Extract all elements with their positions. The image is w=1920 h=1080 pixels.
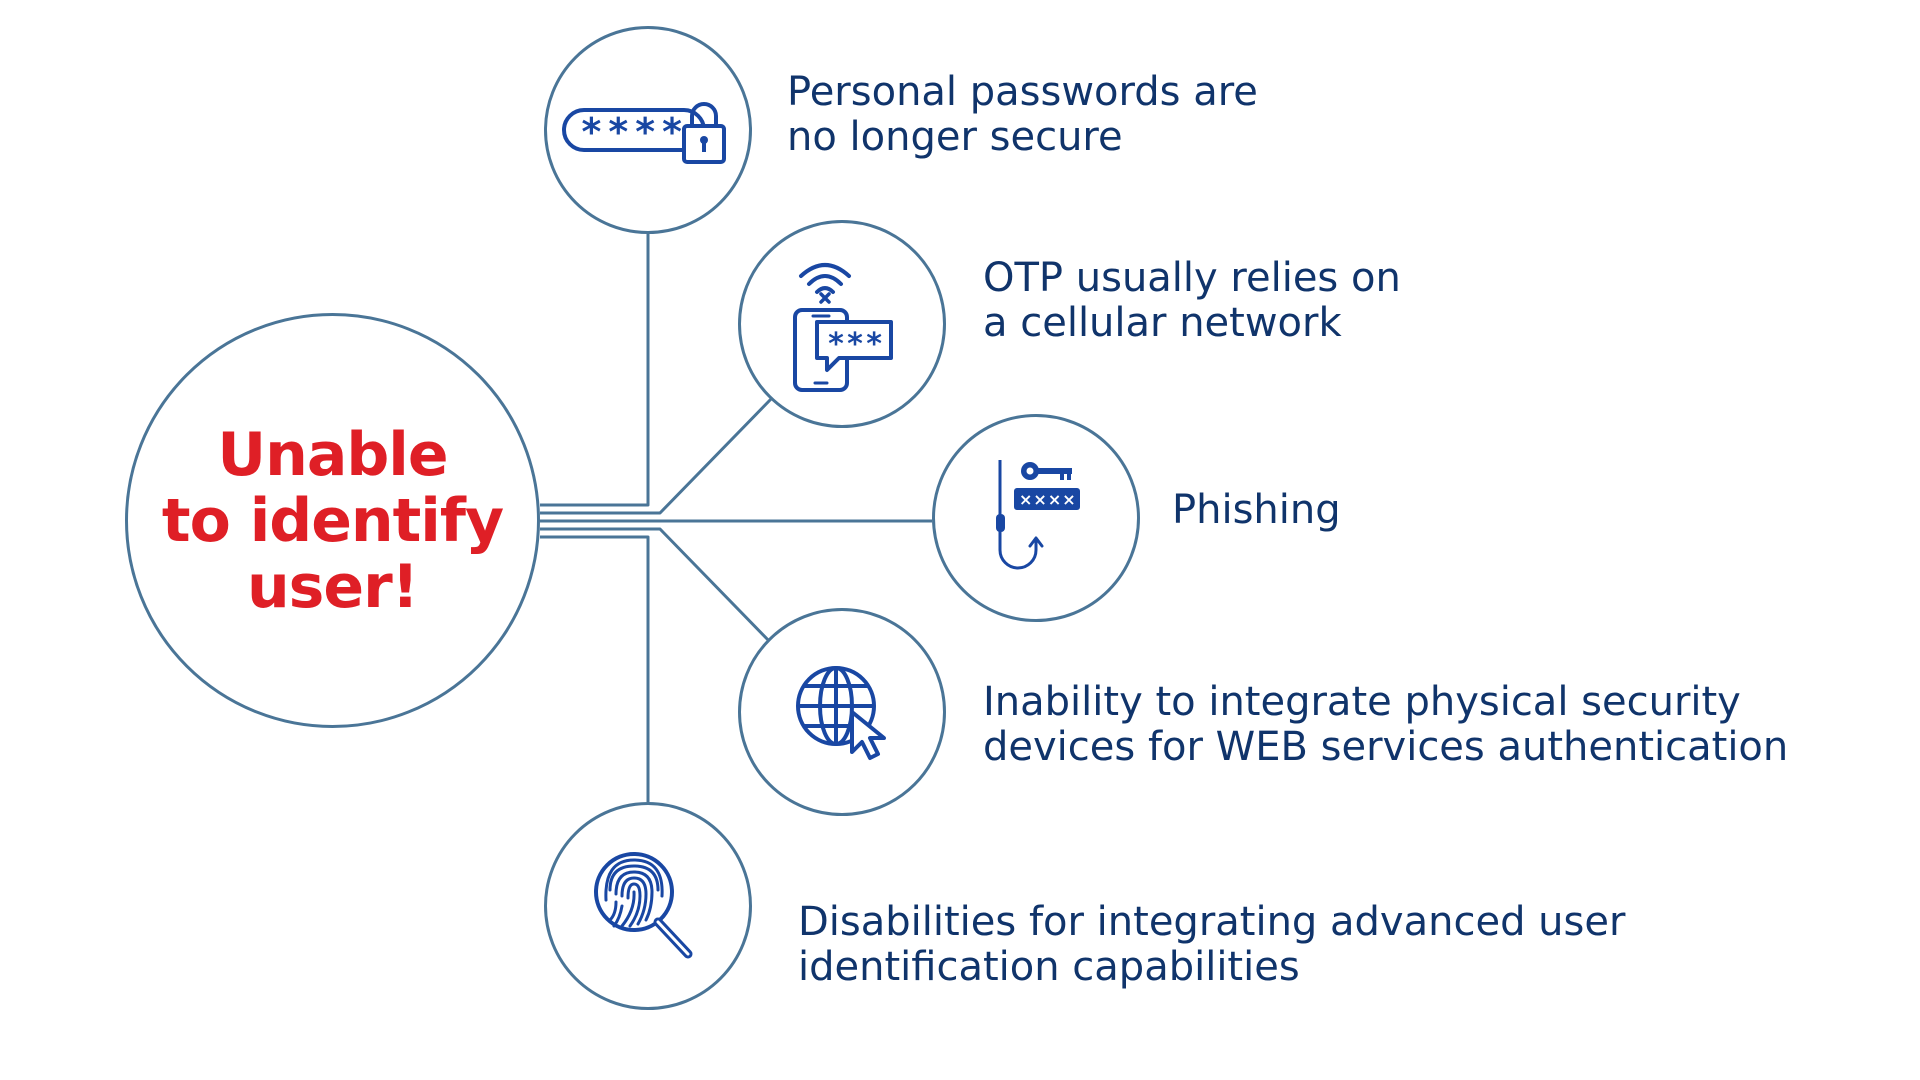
label-passwords: Personal passwords are no longer secure (787, 70, 1258, 160)
node-circle-passwords: **** (544, 26, 752, 234)
central-circle: Unable to identify user! (125, 313, 540, 728)
node-circle-web (738, 608, 946, 816)
phishing-hook-icon: ×××× (996, 460, 1080, 570)
label-web-auth-line-2: devices for WEB services authentication (983, 724, 1789, 770)
fingerprint-search-icon (594, 852, 693, 959)
phishing-mask-text: ×××× (1019, 490, 1077, 509)
label-passwords-line-2: no longer secure (787, 114, 1123, 160)
node-circle-biometric (544, 802, 752, 1010)
central-title-line-1: Unable (217, 419, 448, 490)
label-otp-line-1: OTP usually relies on (983, 255, 1401, 301)
globe-cursor-icon (796, 666, 886, 760)
central-title-line-2: to identify (161, 485, 504, 556)
central-title-line-3: user! (246, 551, 419, 622)
label-biometric-line-1: Disabilities for integrating advanced us… (798, 899, 1626, 945)
label-web-auth-line-1: Inability to integrate physical security (983, 679, 1741, 725)
connector-node-4 (540, 527, 774, 646)
password-lock-icon: **** (562, 102, 726, 164)
password-mask-text: **** (580, 110, 688, 154)
label-web-auth: Inability to integrate physical security… (983, 680, 1788, 770)
label-phishing-line-1: Phishing (1172, 487, 1341, 533)
label-passwords-line-1: Personal passwords are (787, 69, 1258, 115)
connector-node-1 (540, 234, 650, 507)
connector-node-2 (540, 396, 774, 515)
node-circle-otp: *** (738, 220, 946, 428)
label-phishing: Phishing (1172, 488, 1341, 533)
phone-otp-icon: *** (793, 263, 893, 392)
node-circle-phishing: ×××× (932, 414, 1140, 622)
connector-node-5 (540, 535, 650, 802)
label-otp: OTP usually relies on a cellular network (983, 256, 1401, 346)
central-title: Unable to identify user! (161, 419, 504, 622)
label-biometric-line-2: identification capabilities (798, 944, 1300, 990)
otp-mask-text: *** (827, 327, 884, 362)
label-biometric: Disabilities for integrating advanced us… (798, 900, 1625, 990)
label-otp-line-2: a cellular network (983, 300, 1342, 346)
